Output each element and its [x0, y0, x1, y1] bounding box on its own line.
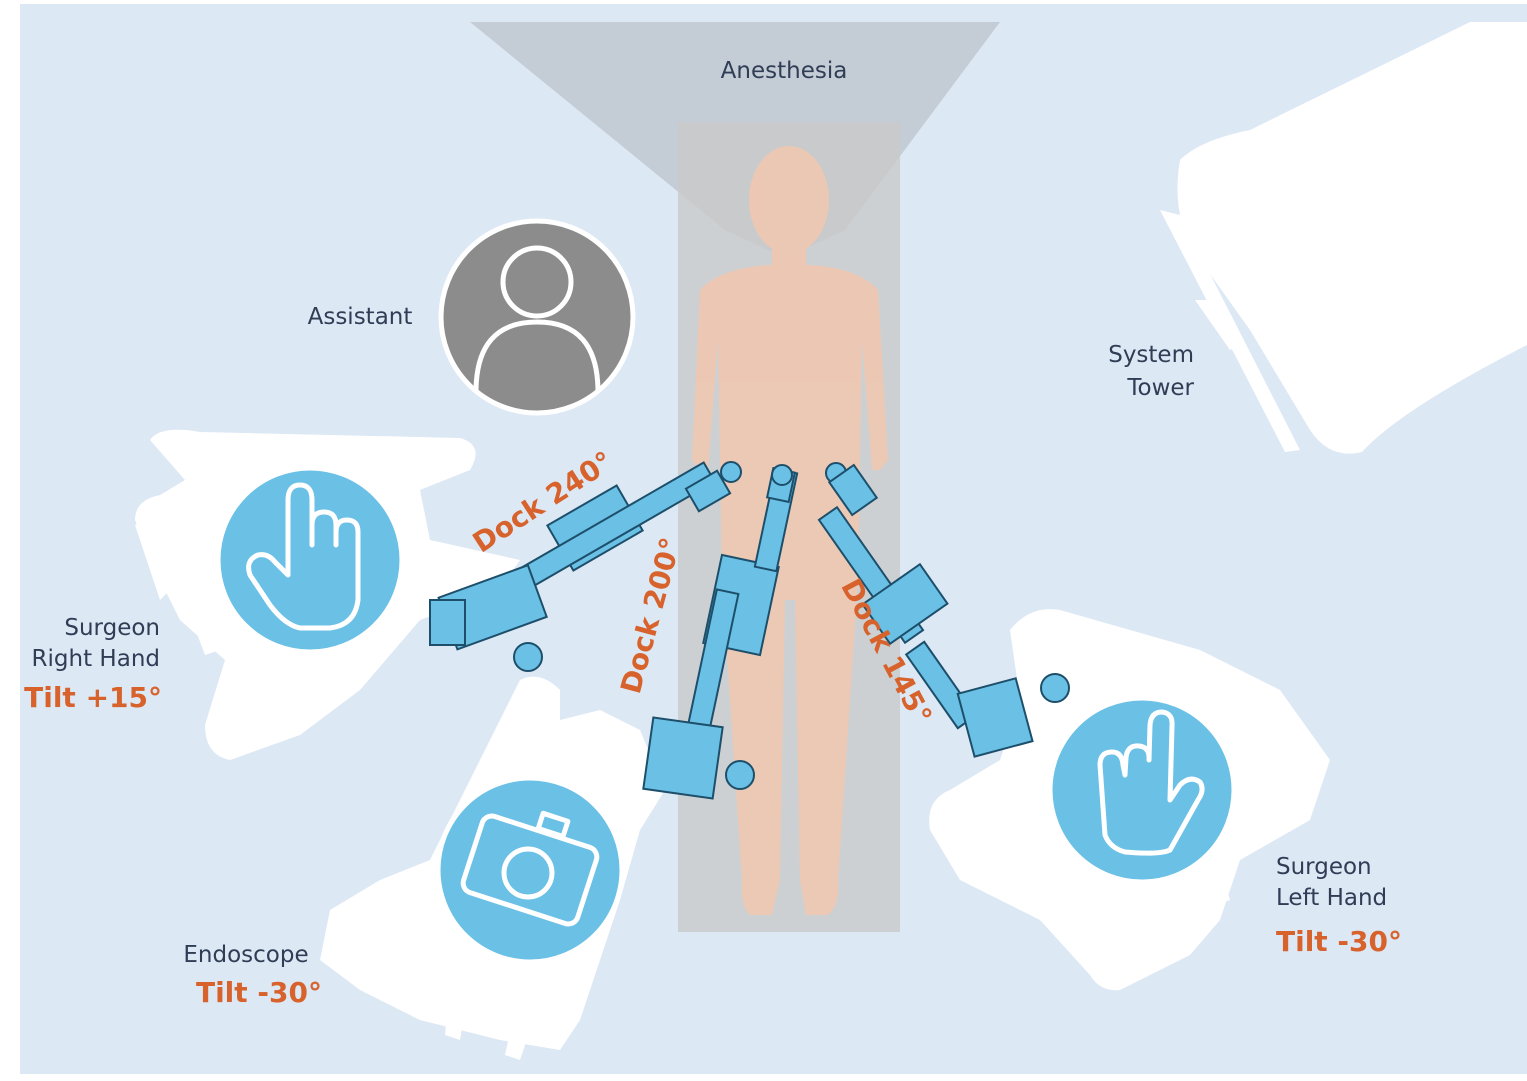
surgeon-left-hand-console — [929, 609, 1330, 991]
surgeon-right-label-line2: Right Hand — [32, 646, 160, 672]
surgeon-right-tilt: Tilt +15° — [24, 681, 162, 714]
system-tower-label-line2: Tower — [1126, 375, 1194, 401]
assistant-label: Assistant — [308, 304, 413, 330]
endoscope-label: Endoscope — [183, 942, 308, 968]
surgeon-right-hand-console — [135, 429, 520, 760]
camera-icon — [460, 810, 600, 927]
endoscope-console — [320, 676, 665, 1060]
robotic-arm-right-hand — [429, 461, 742, 672]
pointing-hand-icon — [246, 482, 361, 631]
raised-hand-icon — [1097, 709, 1205, 856]
system-tower-label-line1: System — [1108, 342, 1194, 368]
assistant-avatar — [438, 218, 636, 416]
robotic-arm-left-hand — [817, 462, 1070, 758]
patient-figure — [692, 146, 888, 915]
surgeon-left-tilt: Tilt -30° — [1276, 925, 1402, 958]
surgeon-left-label-line2: Left Hand — [1276, 885, 1387, 911]
anesthesia-label: Anesthesia — [721, 58, 848, 84]
surgeon-right-label-line1: Surgeon — [64, 615, 160, 641]
surgeon-left-label-line1: Surgeon — [1276, 854, 1372, 880]
robotic-arm-endoscope — [642, 464, 799, 800]
person-icon — [473, 245, 601, 393]
endoscope-tilt: Tilt -30° — [196, 976, 322, 1009]
system-tower — [1160, 22, 1527, 454]
